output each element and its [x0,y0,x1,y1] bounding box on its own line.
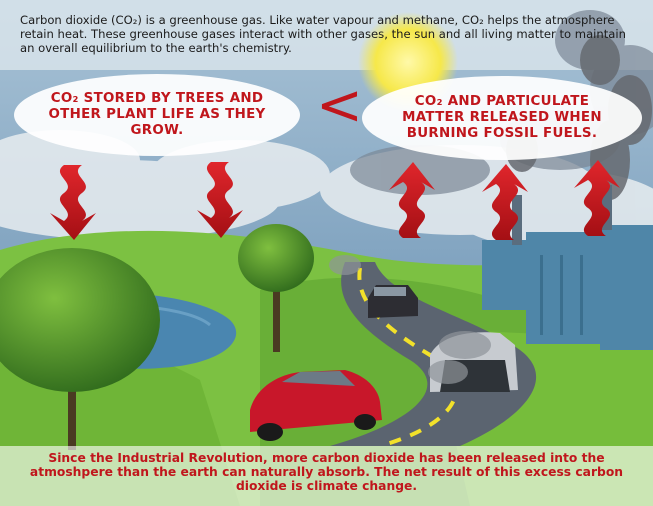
trees-bubble-line-1: CO₂ STORED BY TREES AND [50,91,264,106]
trees-storage-bubble: CO₂ STORED BY TREES AND OTHER PLANT LIFE… [14,74,300,156]
conclusion-text: Since the Industrial Revolution, more ca… [29,451,624,493]
up-arrow-1 [389,162,435,238]
trees-bubble-line-3: GROW. [130,123,184,138]
tree-left [0,248,160,450]
car-red [250,370,382,441]
tree-middle [238,224,314,352]
trees-bubble-line-2: OTHER PLANT LIFE AS THEY [48,107,266,122]
intro-text: Carbon dioxide (CO₂) is a greenhouse gas… [20,13,626,55]
conclusion-banner: Since the Industrial Revolution, more ca… [0,446,653,506]
down-arrow-2 [197,162,243,238]
down-arrows [50,162,243,240]
up-arrow-2 [482,164,528,240]
fossil-fuel-bubble: CO₂ AND PARTICULATE MATTER RELEASED WHEN… [362,76,642,160]
fossil-bubble-line-1: CO₂ AND PARTICULATE [414,94,590,109]
up-arrow-3 [574,160,620,236]
up-arrows [389,160,620,240]
down-arrow-1 [50,165,96,240]
less-than-symbol: < [316,73,363,138]
fossil-bubble-line-3: BURNING FOSSIL FUELS. [406,126,598,141]
car-dark [368,285,418,318]
fossil-bubble-line-2: MATTER RELEASED WHEN [402,110,602,125]
